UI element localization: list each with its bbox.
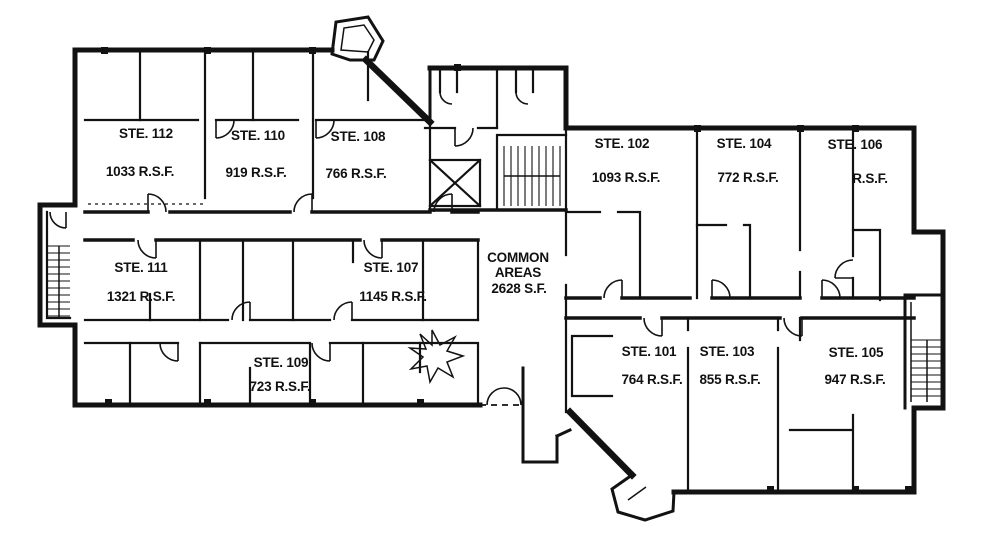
suite-109-label: STE. 109 (254, 355, 309, 370)
right-wing-walls (564, 126, 916, 494)
common-area-line1: COMMON (487, 250, 549, 265)
top-entry-vestibule (330, 15, 435, 127)
plant-icon (407, 329, 466, 385)
suite-111-label: STE. 111 (114, 260, 168, 275)
suite-106-label: STE. 106 (828, 137, 883, 152)
suite-labels: STE. 112 1033 R.S.F. STE. 110 919 R.S.F.… (106, 126, 888, 394)
suite-102-label: STE. 102 (595, 136, 650, 151)
suite-108-label: STE. 108 (331, 129, 386, 144)
left-wing-walls (83, 50, 480, 407)
restroom-stalls-icon (438, 66, 535, 105)
suite-112-label: STE. 112 (119, 126, 173, 141)
common-area-line2: AREAS (495, 265, 541, 280)
bottom-entry-vestibule (480, 366, 676, 522)
suite-102-area: 1093 R.S.F. (592, 170, 660, 185)
suite-105-area: 947 R.S.F. (824, 372, 885, 387)
suite-111-area: 1321 R.S.F. (107, 289, 175, 304)
suite-101-label: STE. 101 (622, 344, 677, 359)
common-area-label: COMMON AREAS 2628 S.F. (487, 250, 549, 296)
common-area-line3: 2628 S.F. (491, 281, 546, 296)
door-arcs (137, 119, 854, 406)
suite-109-area: 723 R.S.F. (249, 379, 310, 394)
right-stair-tower (903, 293, 945, 410)
suite-110-area: 919 R.S.F. (225, 165, 286, 180)
suite-107-label: STE. 107 (364, 260, 419, 275)
suite-104-label: STE. 104 (717, 136, 772, 151)
elevator-x-icon (428, 158, 482, 208)
column-markers (101, 47, 912, 493)
suite-110-label: STE. 110 (231, 128, 285, 143)
core-stairs-icon (503, 146, 561, 206)
exterior-walls (37, 47, 946, 495)
suite-112-area: 1033 R.S.F. (106, 164, 174, 179)
left-stair-tower (45, 210, 72, 320)
stairs-icon (911, 339, 943, 402)
suite-103-area: 855 R.S.F. (699, 372, 760, 387)
suite-101-area: 764 R.S.F. (621, 372, 682, 387)
suite-107-area: 1145 R.S.F. (359, 289, 427, 304)
suite-104-area: 772 R.S.F. (717, 170, 778, 185)
suite-105-label: STE. 105 (829, 345, 884, 360)
central-core (423, 66, 568, 212)
stairs-icon (47, 245, 70, 318)
suite-106-area: R.S.F. (852, 171, 888, 186)
suite-108-area: 766 R.S.F. (325, 166, 386, 181)
suite-103-label: STE. 103 (700, 344, 755, 359)
